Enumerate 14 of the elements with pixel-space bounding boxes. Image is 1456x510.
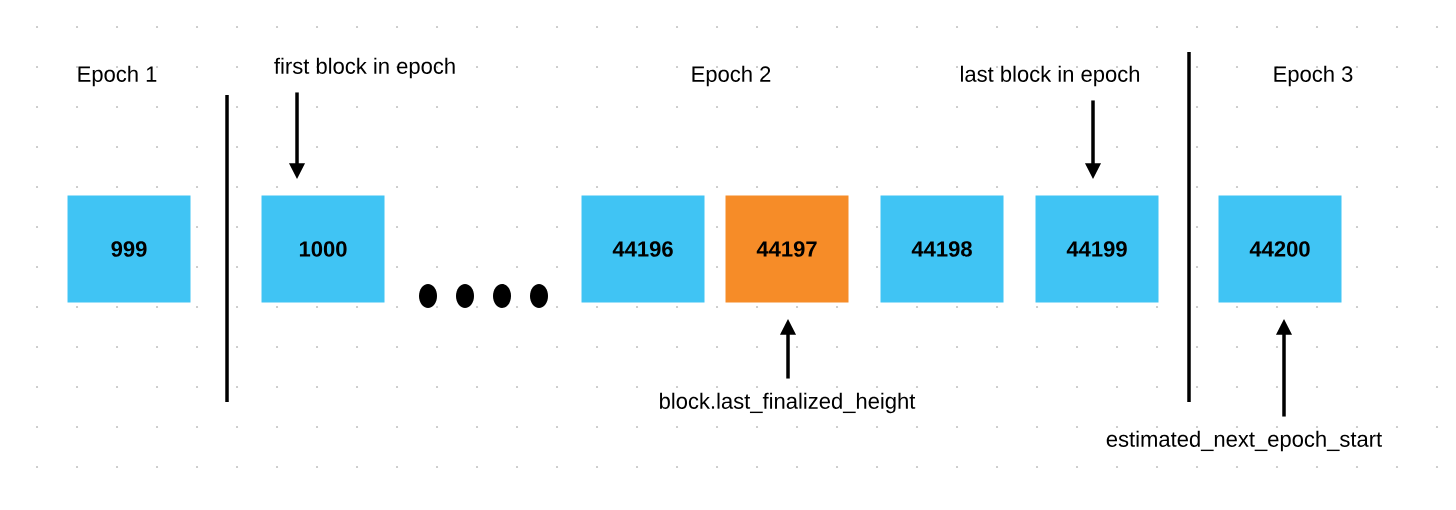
text-label: estimated_next_epoch_start: [1106, 430, 1382, 452]
highlighted-block-box: 44197: [725, 195, 849, 303]
block-box: 1000: [261, 195, 385, 303]
block-box: 44199: [1035, 195, 1159, 303]
epoch-label: Epoch 2: [692, 65, 771, 87]
block-box: 44200: [1218, 195, 1342, 303]
text-label: block.last_finalized_height: [660, 392, 916, 414]
block-box: 44198: [880, 195, 1004, 303]
epoch-label: Epoch 1: [78, 65, 157, 87]
block-box: 44196: [581, 195, 705, 303]
epoch-label: Epoch 3: [1274, 65, 1353, 87]
text-label: first block in epoch: [274, 57, 455, 79]
block-box: 999: [67, 195, 191, 303]
text-label: last block in epoch: [961, 65, 1140, 87]
